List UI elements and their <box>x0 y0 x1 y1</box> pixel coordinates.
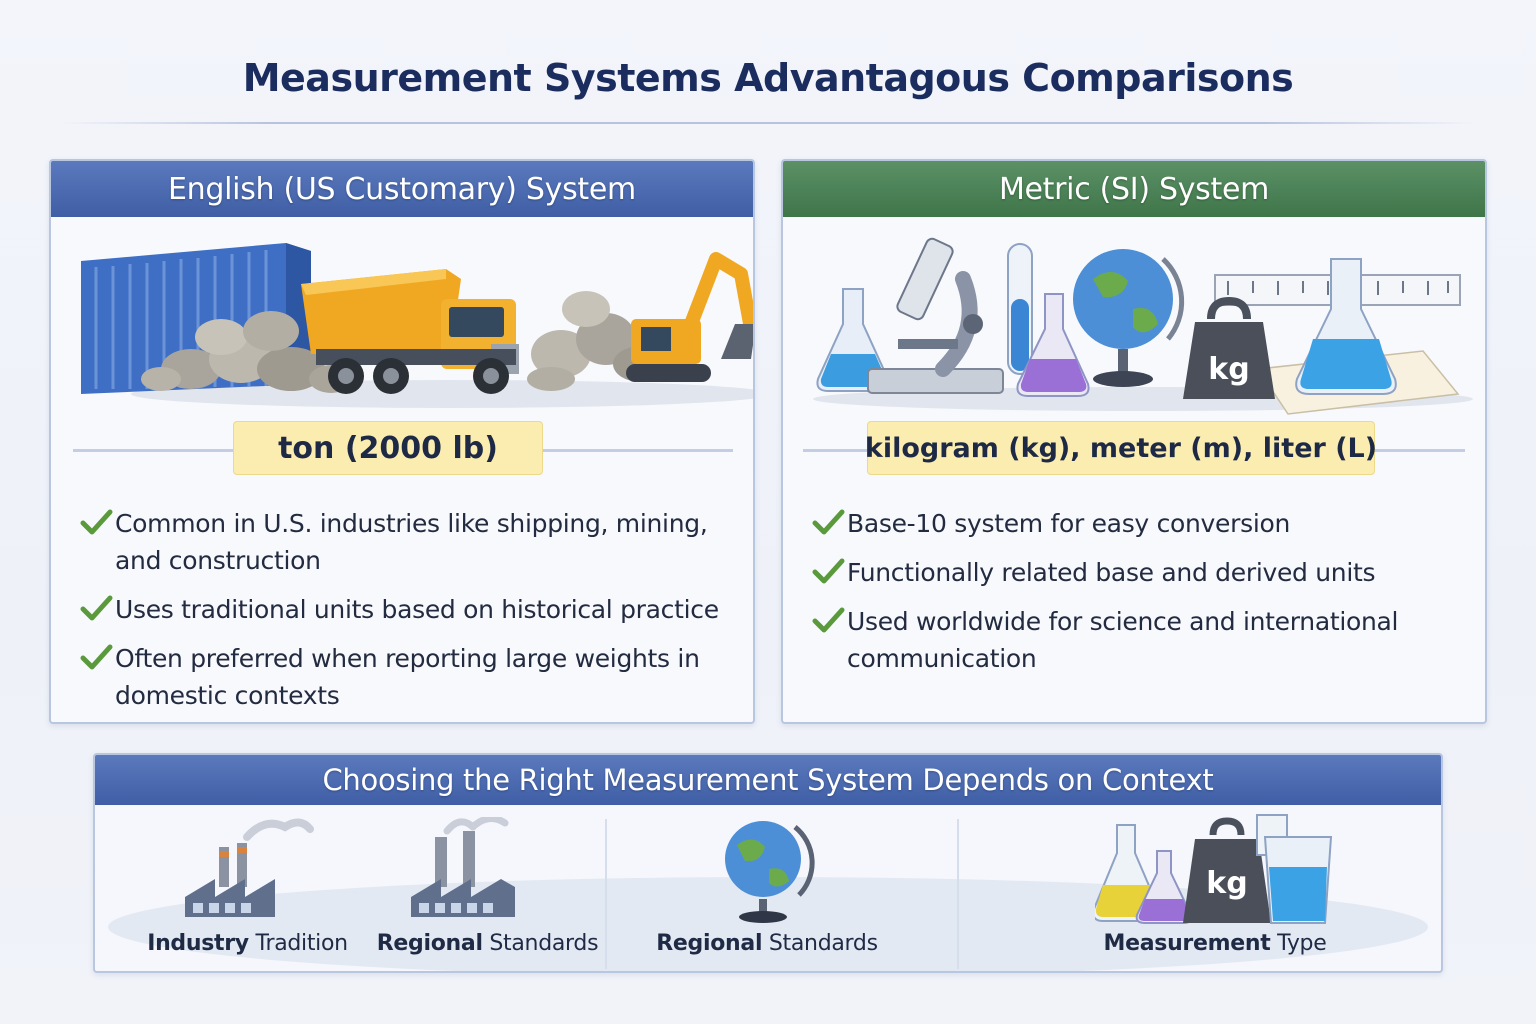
list-item: Functionally related base and derived un… <box>811 554 1471 591</box>
english-illustration <box>81 243 753 408</box>
bullet-text: Uses traditional units based on historic… <box>115 595 719 624</box>
microscope-icon <box>867 237 1004 394</box>
svg-text:kg: kg <box>1206 866 1247 901</box>
check-icon <box>812 558 845 584</box>
metric-panel-header: Metric (SI) System <box>783 161 1485 217</box>
svg-text:kg: kg <box>1208 352 1249 387</box>
bullet-text: Base-10 system for easy conversion <box>847 509 1291 538</box>
check-icon <box>80 509 113 535</box>
context-item-regional-standards-globe: Regional Standards <box>647 807 887 971</box>
metric-illustration: kg <box>813 237 1473 415</box>
list-item: Uses traditional units based on historic… <box>79 591 739 628</box>
english-bullets: Common in U.S. industries like shipping,… <box>79 505 739 722</box>
kg-weight-icon: kg <box>1183 296 1275 399</box>
globe-icon <box>1073 249 1185 387</box>
list-item: Base-10 system for easy conversion <box>811 505 1471 542</box>
test-tube-icon <box>1007 243 1033 375</box>
context-divider <box>605 819 607 969</box>
factory-icon <box>185 818 314 917</box>
dump-truck-icon <box>301 269 519 394</box>
context-header: Choosing the Right Measurement System De… <box>95 755 1441 805</box>
check-icon <box>80 595 113 621</box>
english-unit-row: ton (2000 lb) <box>51 419 753 479</box>
lab-glassware-icon: kg <box>1095 814 1333 924</box>
title-divider <box>60 122 1476 124</box>
context-label: Regional Standards <box>376 931 599 956</box>
english-panel-header: English (US Customary) System <box>51 161 753 217</box>
bullet-text: Often preferred when reporting large wei… <box>115 644 700 710</box>
bullet-text: Used worldwide for science and internati… <box>847 607 1399 673</box>
list-item: Common in U.S. industries like shipping,… <box>79 505 739 579</box>
flask-icon <box>1016 293 1090 397</box>
list-item: Used worldwide for science and internati… <box>811 603 1471 677</box>
context-item-measurement-type: kg Measurement Type <box>1075 807 1355 971</box>
context-label: Industry Tradition <box>147 931 348 956</box>
beaker-icon <box>1295 258 1397 395</box>
list-item: Often preferred when reporting large wei… <box>79 640 739 714</box>
page-title: Measurement Systems Advantagous Comparis… <box>242 56 1294 100</box>
metric-bullets: Base-10 system for easy conversion Funct… <box>811 505 1471 689</box>
context-panel: Choosing the Right Measurement System De… <box>93 753 1443 973</box>
context-label: Measurement Type <box>1103 931 1327 956</box>
metric-unit-badge: kilogram (kg), meter (m), liter (L) <box>865 421 1377 475</box>
metric-unit-row: kilogram (kg), meter (m), liter (L) <box>783 419 1485 479</box>
metric-system-panel: Metric (SI) System <box>781 159 1487 724</box>
context-item-regional-standards: Regional Standards <box>375 807 600 971</box>
english-system-panel: English (US Customary) System <box>49 159 755 724</box>
globe-icon <box>725 821 815 923</box>
check-icon <box>80 644 113 670</box>
bullet-text: Common in U.S. industries like shipping,… <box>115 509 708 575</box>
context-divider <box>957 819 959 969</box>
context-label: Regional Standards <box>656 931 878 956</box>
english-unit-badge: ton (2000 lb) <box>233 421 543 475</box>
check-icon <box>812 607 845 633</box>
context-body: Industry Tradition Regional Standards <box>95 807 1441 971</box>
context-item-industry: Industry Tradition <box>135 807 360 971</box>
excavator-icon <box>626 252 753 382</box>
check-icon <box>812 509 845 535</box>
factory-icon <box>411 817 515 917</box>
bullet-text: Functionally related base and derived un… <box>847 558 1376 587</box>
